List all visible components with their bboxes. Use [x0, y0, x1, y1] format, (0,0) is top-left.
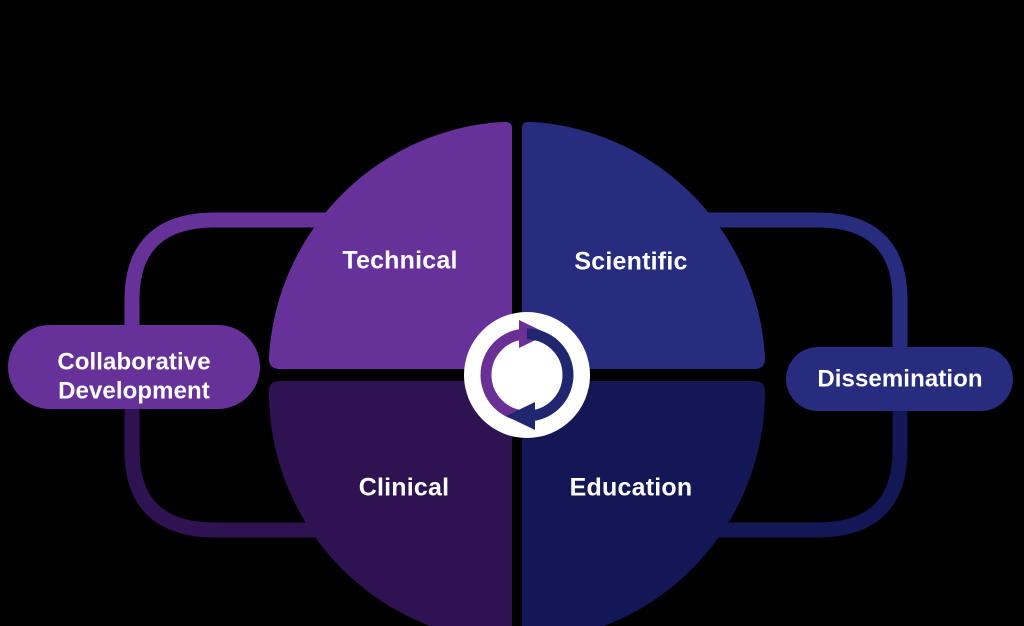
quadrant-education[interactable]	[522, 381, 766, 626]
quadrant-label-scientific: Scientific	[574, 248, 687, 276]
quadrant-label-technical: Technical	[342, 247, 457, 275]
quadrant-label-clinical: Clinical	[359, 474, 450, 502]
cycle-refresh-icon	[480, 320, 574, 430]
connector-group	[124, 212, 908, 538]
center-hub[interactable]	[464, 312, 590, 438]
pill-collaborative-development[interactable]: Collaborative Development	[8, 325, 260, 409]
connector-technical-to-collaborative	[124, 212, 348, 348]
quadrant-scientific[interactable]	[522, 122, 766, 369]
pill-label-collaborative-line2: Development	[58, 377, 210, 404]
pill-label-collaborative-line1: Collaborative	[57, 348, 210, 375]
pill-dissemination-bg	[786, 347, 1013, 411]
pill-dissemination[interactable]: Dissemination	[786, 347, 1013, 411]
cycle-arrowhead-lower	[506, 402, 535, 430]
pill-collaborative-development-bg	[8, 325, 260, 409]
pill-label-dissemination: Dissemination	[817, 365, 982, 392]
connector-scientific-to-dissemination	[684, 212, 908, 368]
quadrant-technical[interactable]	[268, 122, 512, 369]
connector-clinical-to-collaborative	[124, 388, 348, 538]
cycle-arc-right	[526, 328, 574, 422]
cycle-arc-left	[480, 328, 528, 422]
quadrant-group: Technical Scientific Clinical Education	[268, 122, 766, 626]
connector-education-to-dissemination	[684, 390, 908, 538]
quadrant-label-education: Education	[570, 474, 693, 502]
quadrant-clinical[interactable]	[268, 381, 512, 626]
